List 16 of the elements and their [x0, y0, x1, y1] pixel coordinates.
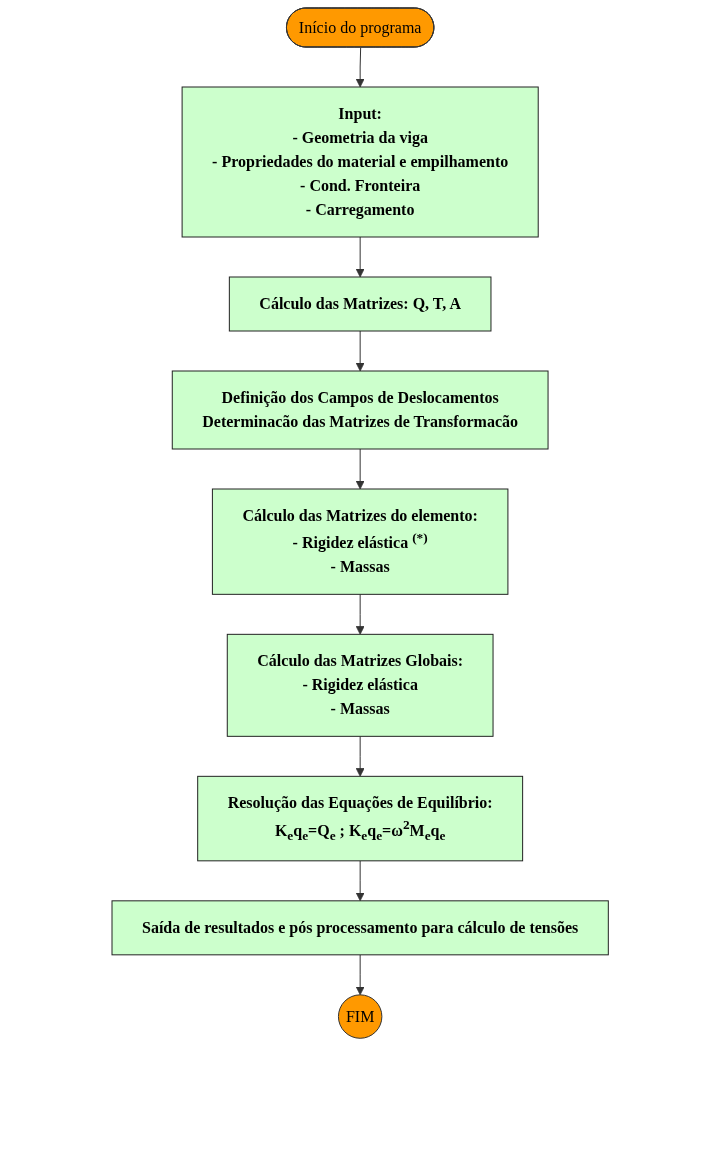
arrow: [355, 735, 365, 777]
node-box: Input: - Geometria da viga - Propriedades do material e empilhamento - Cond. Fronteira - Carregamento: [181, 86, 539, 238]
node-box: Saída de resultados e pós processamento para cálculo de tensões: [111, 900, 609, 956]
node-box: Cálculo das Matrizes Globais: - Rigidez elástica - Massas: [226, 633, 494, 737]
arrow: [355, 47, 365, 88]
node-circle: FIM: [337, 994, 383, 1039]
arrow: [355, 593, 365, 635]
node-box: Definição dos Campos de Deslocamentos Determinacão das Matrizes de Transformacão: [171, 370, 549, 450]
arrow: [355, 954, 365, 996]
arrow: [355, 236, 365, 278]
arrow: [355, 330, 365, 372]
arrow: [355, 860, 365, 902]
node-box: Cálculo das Matrizes: Q, T, A: [228, 276, 492, 332]
node-box: Cálculo das Matrizes do elemento: - Rigidez elástica $^{(*)}$ - Massas: [211, 488, 509, 595]
arrow: [355, 448, 365, 490]
node-box: Resolução das Equações de Equilíbrio: K$_{e}$q$_{e}$=Q$_{e}$ ; K$_{e}$q$_{e}$=ω$^{2}$M$_{e}$q$_{e}$: [197, 775, 523, 862]
